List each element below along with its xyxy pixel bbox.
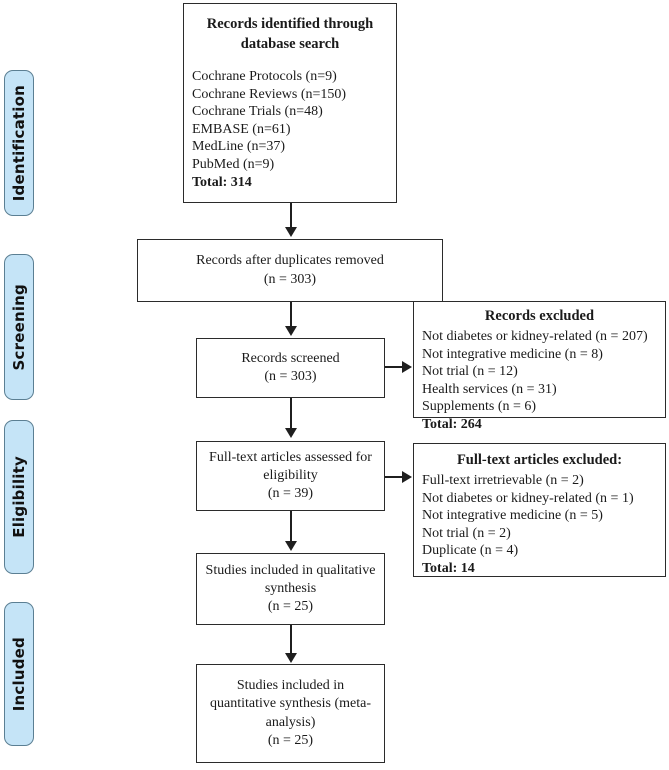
- box-line: eligibility: [263, 467, 318, 483]
- connector-identified-to-duplicates: [290, 203, 292, 229]
- box-title-line2: database search: [240, 35, 340, 52]
- box-records-identified: Records identified through database sear…: [183, 3, 397, 203]
- stage-tab-screening: Screening: [4, 254, 34, 400]
- source-item: Cochrane Reviews (n=150): [192, 86, 347, 102]
- source-item: Cochrane Trials (n=48): [192, 104, 323, 120]
- exclusion-reason: Not diabetes or kidney-related (n = 1): [422, 490, 634, 506]
- connector-fulltext-to-qualitative: [290, 511, 292, 543]
- source-item: Cochrane Protocols (n=9): [192, 68, 337, 84]
- box-line: Full-text articles assessed for: [209, 449, 372, 465]
- box-line: analysis): [265, 714, 316, 730]
- exclusion-reason: Not trial (n = 2): [422, 525, 511, 541]
- box-line: (n = 25): [267, 599, 314, 615]
- exclusion-reason: Not trial (n = 12): [422, 364, 518, 380]
- source-total: Total: 314: [192, 174, 252, 190]
- exclusion-reason: Duplicate (n = 4): [422, 543, 519, 559]
- stage-tab-eligibility: Eligibility: [4, 420, 34, 574]
- arrow-down-icon: [285, 326, 297, 336]
- box-title: Full-text articles excluded:: [456, 452, 623, 468]
- box-line: Records after duplicates removed: [196, 253, 384, 269]
- arrow-down-icon: [285, 428, 297, 438]
- arrow-down-icon: [285, 227, 297, 237]
- box-line: synthesis: [264, 580, 317, 596]
- exclusion-reason: Not integrative medicine (n = 8): [422, 346, 603, 362]
- stage-tab-label: Included: [10, 636, 28, 712]
- exclusion-reason: Not diabetes or kidney-related (n = 207): [422, 328, 648, 344]
- exclusion-total: Total: 14: [422, 561, 475, 577]
- stage-tab-identification: Identification: [4, 70, 34, 216]
- box-duplicates-removed: Records after duplicates removed (n = 30…: [137, 239, 443, 302]
- connector-fulltext-to-excluded: [385, 476, 404, 478]
- connector-screened-to-excluded: [385, 366, 404, 368]
- box-line: (n = 25): [267, 732, 314, 748]
- box-title: Records excluded: [484, 308, 595, 324]
- stage-tab-label: Eligibility: [10, 456, 28, 538]
- arrow-right-icon: [402, 361, 412, 373]
- box-qualitative-synthesis: Studies included in qualitative synthesi…: [196, 553, 385, 625]
- exclusion-reason: Health services (n = 31): [422, 381, 557, 397]
- connector-qualitative-to-quantitative: [290, 625, 292, 655]
- exclusion-total: Total: 264: [422, 417, 482, 433]
- box-line: (n = 39): [267, 486, 314, 502]
- source-item: MedLine (n=37): [192, 139, 286, 155]
- arrow-right-icon: [402, 471, 412, 483]
- box-title-line1: Records identified through: [206, 16, 374, 32]
- box-records-excluded: Records excluded Not diabetes or kidney-…: [413, 301, 666, 432]
- connector-screened-to-fulltext: [290, 398, 292, 430]
- box-line: quantitative synthesis (meta-: [210, 696, 371, 712]
- stage-tab-included: Included: [4, 602, 34, 746]
- box-line: Studies included in: [236, 678, 345, 694]
- stage-tab-label: Screening: [10, 283, 28, 371]
- connector-duplicates-to-screened: [290, 302, 292, 328]
- source-item: PubMed (n=9): [192, 157, 275, 173]
- source-list: Cochrane Protocols (n=9) Cochrane Review…: [192, 68, 388, 191]
- box-fulltext-assessed: Full-text articles assessed for eligibil…: [196, 441, 385, 511]
- exclusion-reason: Not integrative medicine (n = 5): [422, 508, 603, 524]
- box-records-screened: Records screened (n = 303): [196, 338, 385, 398]
- stage-tab-label: Identification: [10, 84, 28, 202]
- arrow-down-icon: [285, 541, 297, 551]
- box-quantitative-synthesis: Studies included in quantitative synthes…: [196, 664, 385, 763]
- box-line: (n = 303): [263, 271, 317, 287]
- box-line: Records screened: [241, 350, 340, 366]
- exclusion-reason: Supplements (n = 6): [422, 399, 537, 415]
- source-item: EMBASE (n=61): [192, 121, 291, 137]
- box-fulltext-excluded: Full-text articles excluded: Full-text i…: [413, 443, 666, 577]
- arrow-down-icon: [285, 653, 297, 663]
- box-line: Studies included in qualitative: [205, 562, 376, 578]
- exclusion-reason: Full-text irretrievable (n = 2): [422, 472, 584, 488]
- box-line: (n = 303): [264, 369, 317, 384]
